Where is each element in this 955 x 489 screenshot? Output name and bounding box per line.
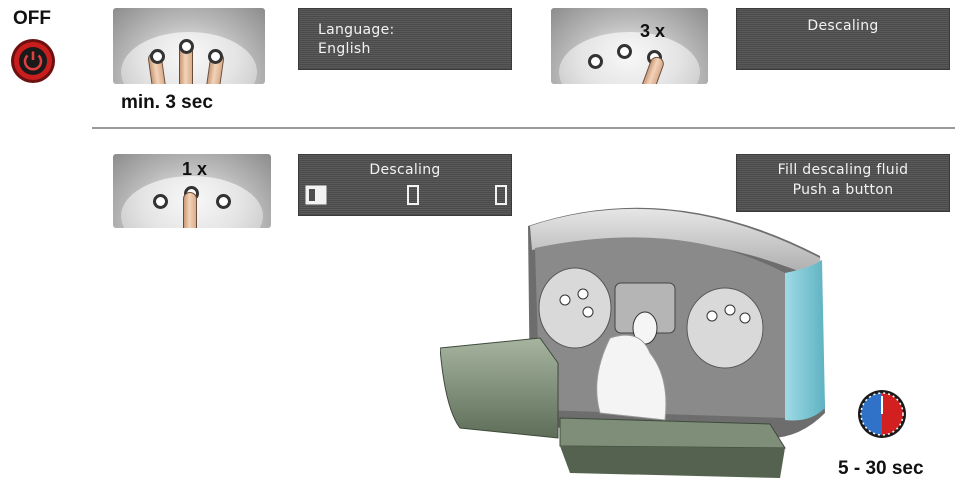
coffee-machine-illustration [440,207,825,478]
descaling-progress-display: Descaling [298,154,512,216]
section-divider [92,127,955,129]
timer-dial-icon [856,388,908,440]
power-icon[interactable] [9,37,57,85]
fill-fluid-line1: Fill descaling fluid [777,162,909,178]
descaling-progress-text: Descaling [369,162,441,178]
timer-duration-label: 5 - 30 sec [838,458,924,479]
hand-press-three-times-panel: 3 x [551,8,708,84]
descaling-display-top: Descaling [736,8,950,70]
hand-press-once-panel: 1 x [113,154,271,228]
descaling-progress-icon [305,185,507,205]
descaling-top-text: Descaling [807,18,879,34]
language-display: Language: English [298,8,512,70]
fill-fluid-line2: Push a button [792,182,894,198]
confirm-count-label: 1 x [182,159,208,179]
hand-press-three-buttons-panel [113,8,265,84]
press-count-label: 3 x [640,21,666,41]
language-label: Language: [318,22,395,38]
language-value: English [318,41,371,57]
finger-pressing-center-icon [183,192,197,228]
power-state-label: OFF [13,8,51,29]
fill-fluid-display: Fill descaling fluid Push a button [736,154,950,212]
step1-duration-label: min. 3 sec [121,92,213,113]
